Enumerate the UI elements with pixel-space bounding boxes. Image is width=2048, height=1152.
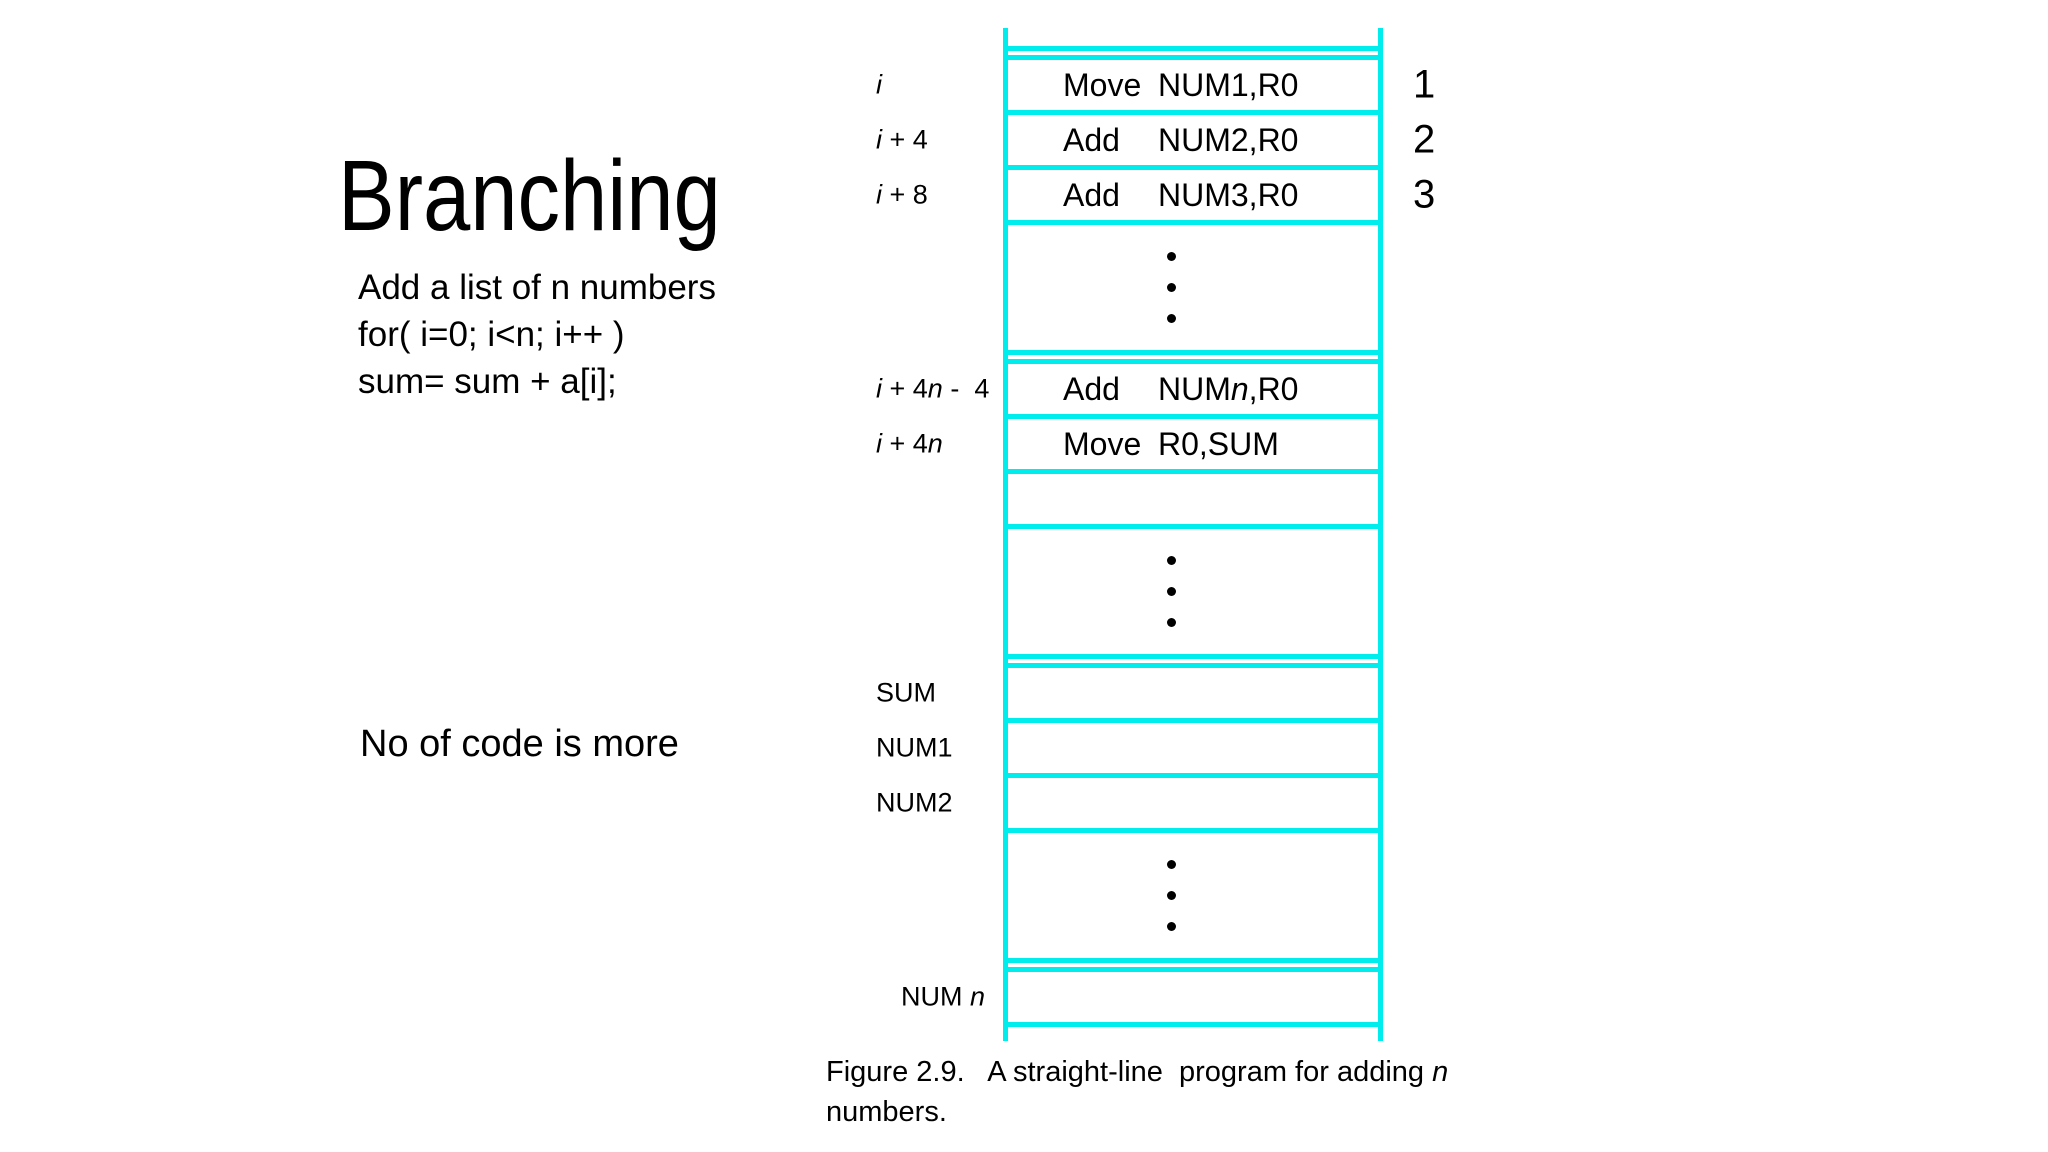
operand-text: R0,SUM: [1158, 426, 1279, 463]
ellipsis-dot: [1166, 891, 1176, 900]
ellipsis-cell: [1003, 828, 1383, 958]
operand-text: NUM3,R0: [1158, 177, 1298, 214]
address-label: i + 4n - 4: [876, 374, 1006, 405]
opcode-text: Add: [1063, 121, 1120, 158]
caption-text: Figure 2.9. A straight-line program for …: [826, 1056, 1433, 1088]
address-label: i + 4n: [876, 429, 1006, 460]
operand-part: NUM1,R0: [1158, 66, 1299, 103]
instruction-cell: i + 4n Move R0,SUM: [876, 414, 1383, 469]
instruction-cell: i Move NUM1,R0 1: [876, 55, 1435, 110]
address-label-part-italic: n: [927, 428, 943, 459]
address-label-part-italic: n: [927, 373, 943, 404]
address-label: SUM: [876, 678, 1006, 709]
memory-cell: NUM2: [876, 773, 1383, 828]
sequence-number: 3: [1413, 172, 1436, 217]
address-label-part: NUM2: [876, 787, 953, 818]
address-label-part-italic: n: [970, 981, 986, 1012]
ellipsis-dot: [1166, 922, 1176, 931]
address-label: i + 8: [876, 180, 1006, 211]
operand-part: R0,SUM: [1158, 425, 1279, 462]
caption-text: numbers.: [826, 1096, 947, 1128]
address-label-part: SUM: [876, 677, 936, 708]
code-line: Add a list of n numbers: [358, 268, 716, 307]
caption-line: numbers.: [826, 1092, 1448, 1132]
address-label: NUM1: [876, 733, 1006, 764]
opcode-text: Add: [1063, 370, 1120, 407]
operand-text: NUMn,R0: [1158, 371, 1298, 408]
address-label: NUM2: [876, 788, 1006, 819]
ellipsis-dot: [1166, 314, 1176, 323]
address-label: i: [876, 70, 1006, 101]
opcode-text: Move: [1063, 66, 1142, 103]
address-label-part-italic: i: [876, 124, 882, 155]
memory-cell: NUM n: [901, 967, 1383, 1027]
address-label-part-italic: i: [876, 69, 882, 100]
memory-column-right-line: [1378, 28, 1383, 1041]
code-line: sum= sum + a[i];: [358, 362, 617, 401]
address-label-part: + 4: [882, 428, 928, 459]
address-label: NUM n: [901, 982, 1031, 1013]
ellipsis-dot: [1166, 283, 1176, 292]
memory-cell: SUM: [876, 663, 1383, 718]
sequence-number: 1: [1413, 62, 1436, 107]
ellipsis-dot: [1166, 556, 1176, 565]
operand-part-italic: n: [1230, 370, 1249, 407]
memory-cell: [1003, 469, 1383, 524]
operand-text: NUM2,R0: [1158, 122, 1298, 159]
caption-text-italic: n: [1432, 1056, 1449, 1088]
column-top-break: [1003, 46, 1383, 55]
instruction-cell: i + 8 Add NUM3,R0 3: [876, 165, 1435, 220]
column-break-line: [1003, 654, 1383, 663]
memory-column-left-line: [1003, 28, 1008, 1041]
sequence-number: 2: [1413, 117, 1436, 162]
address-label-part-italic: i: [876, 428, 882, 459]
memory-cell: NUM1: [876, 718, 1383, 773]
operand-part: NUM: [1158, 370, 1231, 407]
ellipsis-dot: [1166, 252, 1176, 261]
code-line: for( i=0; i<n; i++ ): [358, 315, 625, 354]
address-label-part: + 4: [882, 373, 928, 404]
address-label-part: + 8: [882, 179, 928, 210]
ellipsis-dot: [1166, 860, 1176, 869]
operand-part: ,R0: [1248, 370, 1299, 407]
column-break-line: [1003, 958, 1383, 967]
address-label-part: + 4: [882, 124, 928, 155]
operand-part: NUM2,R0: [1158, 121, 1299, 158]
address-label-part-italic: i: [876, 179, 882, 210]
instruction-cell: i + 4 Add NUM2,R0 2: [876, 110, 1435, 165]
ellipsis-dot: [1166, 587, 1176, 596]
address-label-part: NUM1: [876, 732, 953, 763]
address-label-part: - 4: [942, 373, 990, 404]
ellipsis-cell: [1003, 524, 1383, 654]
address-label-part: NUM: [901, 981, 970, 1012]
operand-part: NUM3,R0: [1158, 176, 1299, 213]
ellipsis-cell: [1003, 220, 1383, 350]
opcode-text: Move: [1063, 425, 1142, 462]
address-label-part-italic: i: [876, 373, 882, 404]
code-snippet: Add a list of n numbers for( i=0; i<n; i+…: [358, 264, 716, 405]
address-label: i + 4: [876, 125, 1006, 156]
ellipsis-dot: [1166, 618, 1176, 627]
slide-title: Branching: [338, 140, 721, 252]
figure-caption: Figure 2.9. A straight-line program for …: [826, 1052, 1448, 1132]
caption-line: Figure 2.9. A straight-line program for …: [826, 1052, 1448, 1092]
column-break-line: [1003, 350, 1383, 359]
opcode-text: Add: [1063, 176, 1120, 213]
operand-text: NUM1,R0: [1158, 67, 1298, 104]
note-text: No of code is more: [360, 723, 679, 765]
